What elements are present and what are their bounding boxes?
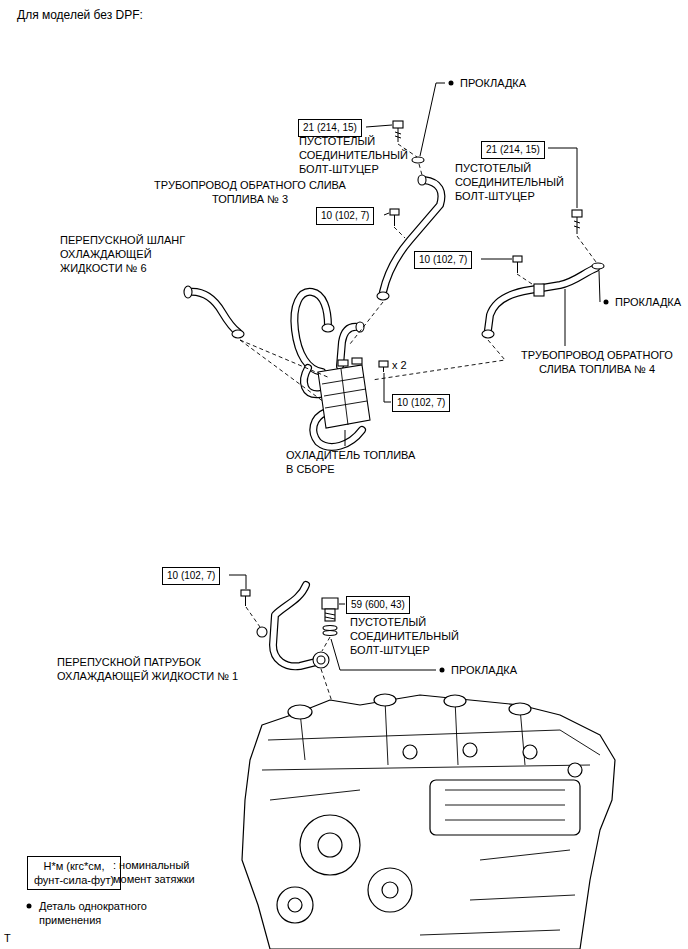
torque-box: 21 (214, 15) — [481, 141, 545, 159]
part-label: ОХЛАДИТЕЛЬ ТОПЛИВА В СБОРЕ — [286, 448, 419, 476]
part-label: ТРУБОПРОВОД ОБРАТНОГО СЛИВА ТОПЛИВА № 4 — [520, 348, 675, 376]
torque-legend-box: Н*м (кгс*см, фунт-сила-фут) — [27, 856, 121, 890]
legend-text: : номинальный момент затяжки — [113, 858, 198, 886]
torque-value: 10 (102, 7) — [167, 570, 215, 582]
torque-value: 10 (102, 7) — [397, 397, 445, 409]
torque-value: 10 (102, 7) — [321, 210, 369, 222]
page-title: Для моделей без DPF: — [17, 8, 143, 22]
part-label: ПУСТОТЕЛЫЙ СОЕДИНИТЕЛЬНЫЙ БОЛТ-ШТУЦЕР — [455, 161, 567, 203]
torque-value: 21 (214, 15) — [303, 122, 357, 134]
torque-value: 59 (600, 43) — [351, 599, 405, 611]
torque-box: 10 (102, 7) — [392, 394, 450, 412]
quantity-callout: x 2 — [392, 358, 410, 372]
torque-value: 21 (214, 15) — [486, 144, 540, 156]
torque-box: 10 (102, 7) — [162, 567, 220, 585]
single-use-dot — [449, 81, 454, 86]
part-label: ПУСТОТЕЛЫЙ СОЕДИНИТЕЛЬНЫЙ БОЛТ-ШТУЦЕР — [299, 134, 411, 176]
part-label: ПЕРЕПУСКНОЙ ПАТРУБОК ОХЛАЖДАЮЩЕЙ ЖИДКОСТ… — [57, 655, 242, 683]
single-use-dot — [604, 300, 609, 305]
part-label: ПЕРЕПУСКНОЙ ШЛАНГ ОХЛАЖДАЮЩЕЙ ЖИДКОСТИ №… — [60, 233, 189, 275]
part-label: ТРУБОПРОВОД ОБРАТНОГО СЛИВА ТОПЛИВА № 3 — [153, 178, 348, 206]
single-use-dot — [440, 668, 445, 673]
part-label: ПРОКЛАДКА — [451, 663, 521, 677]
engine-drawing — [242, 694, 615, 949]
part-label: ПРОКЛАДКА — [460, 76, 530, 90]
legend-text: Деталь однократного применения — [39, 899, 150, 927]
torque-box: 10 (102, 7) — [414, 251, 472, 269]
torque-value: 10 (102, 7) — [419, 254, 467, 266]
single-use-dot — [27, 904, 32, 909]
torque-box: 21 (214, 15) — [298, 119, 362, 137]
torque-value: Н*м (кгс*см, фунт-сила-фут) — [32, 859, 116, 887]
part-label: ПУСТОТЕЛЫЙ СОЕДИНИТЕЛЬНЫЙ БОЛТ-ШТУЦЕР — [350, 615, 462, 657]
page-code: T — [4, 931, 14, 945]
part-label: ПРОКЛАДКА — [615, 295, 685, 309]
torque-box: 10 (102, 7) — [316, 207, 374, 225]
torque-box: 59 (600, 43) — [346, 596, 410, 614]
